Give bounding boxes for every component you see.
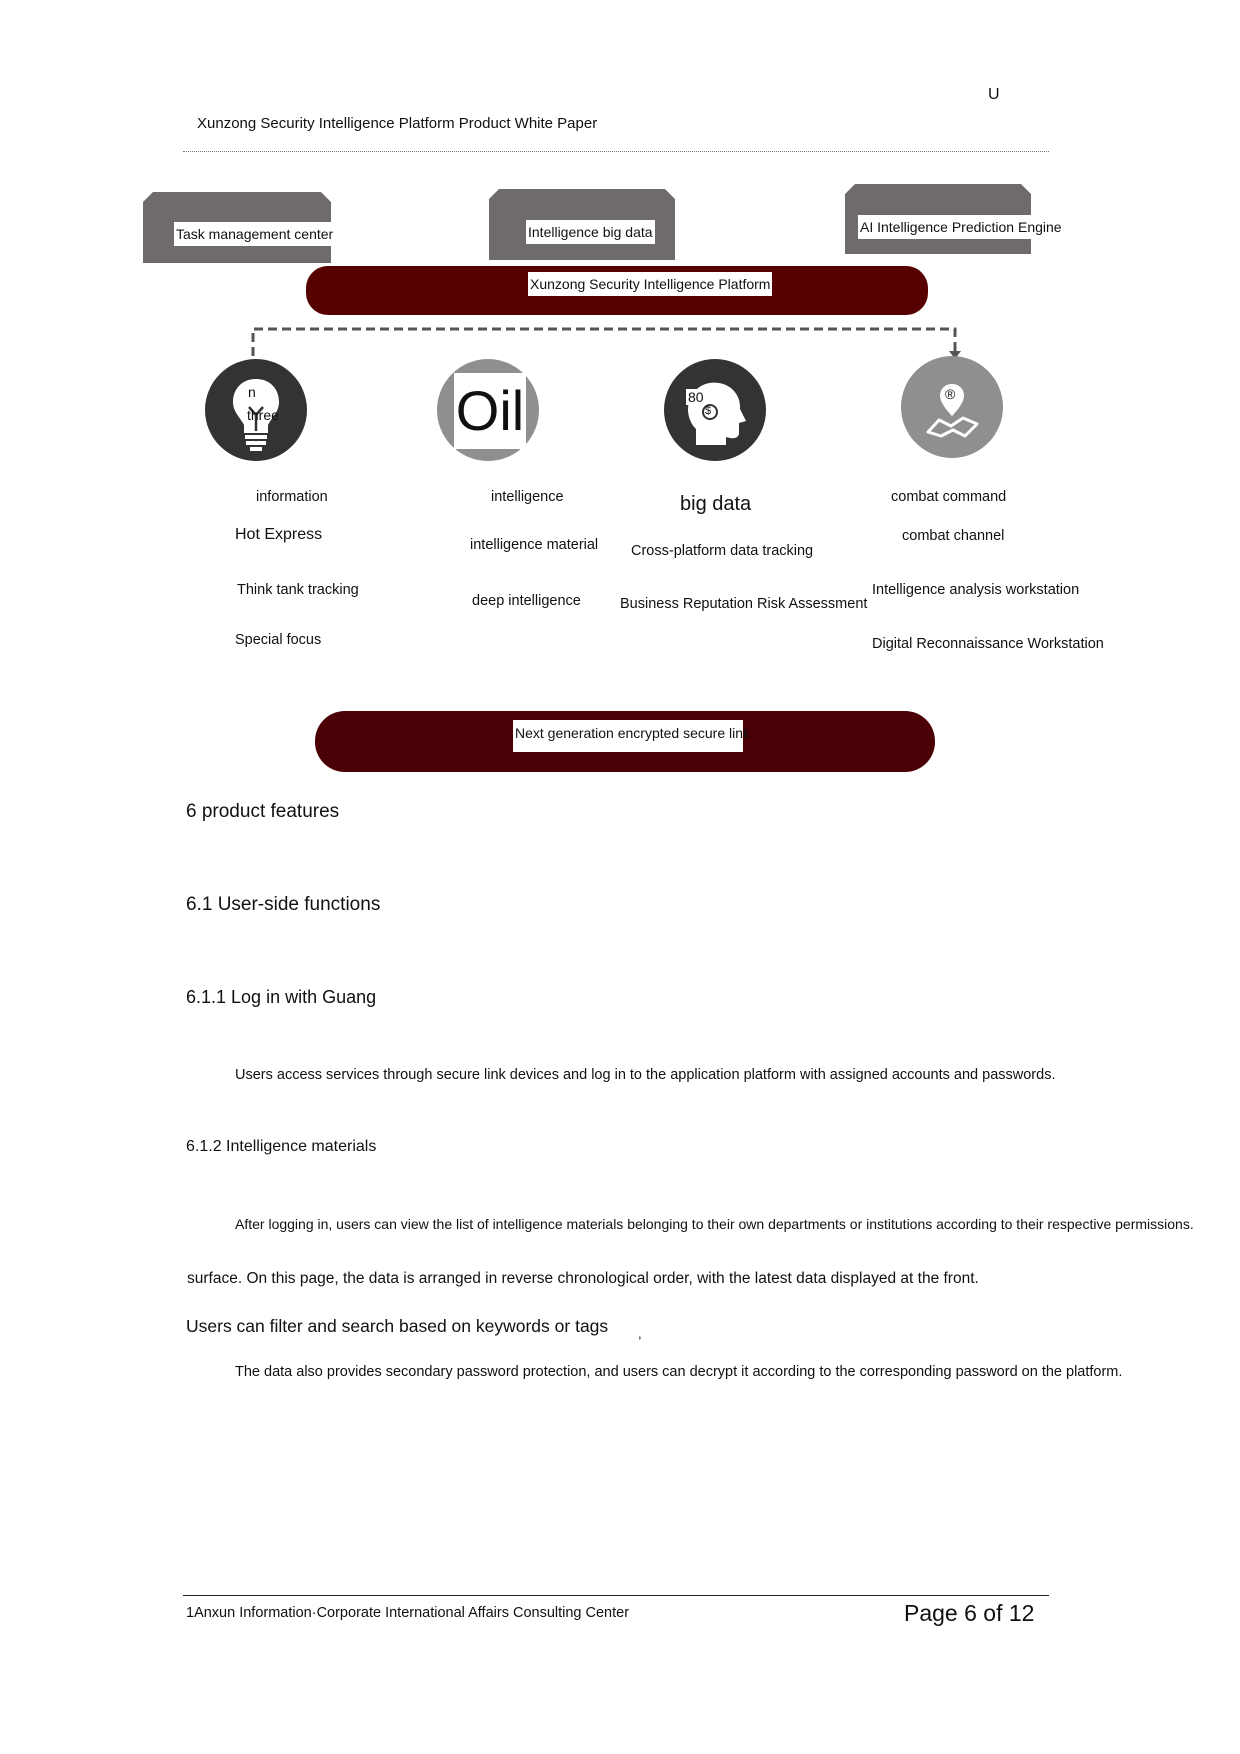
combat-item-2: Intelligence analysis workstation: [872, 582, 1080, 598]
module-label-ai-engine: AI Intelligence Prediction Engine: [858, 215, 1064, 239]
module-label-task-management: Task management center: [174, 222, 336, 246]
information-item-3: Special focus: [235, 632, 322, 648]
paragraph-intel-4: The data also provides secondary passwor…: [235, 1364, 1123, 1380]
map-pin-icon: [901, 356, 1003, 458]
paragraph-intel-3-mark: ,: [638, 1326, 642, 1341]
platform-bar-label: Xunzong Security Intelligence Platform: [528, 272, 773, 296]
big-data-item-1: Cross-platform data tracking: [631, 543, 814, 559]
oil-icon-label: Oil: [454, 373, 526, 449]
section-heading-product-features: 6 product features: [186, 801, 340, 822]
head-overlay-2: $: [705, 405, 712, 417]
paragraph-intel-3: Users can filter and search based on key…: [186, 1316, 609, 1336]
combat-item-1: combat channel: [902, 528, 1005, 544]
lightbulb-overlay-1: n: [247, 384, 257, 400]
secure-link-label: Next generation encrypted secure link: [513, 720, 750, 752]
lightbulb-overlay-2: three: [247, 407, 279, 423]
column-heading-big-data: big data: [680, 493, 752, 515]
footer-divider: [183, 1595, 1049, 1596]
footer-organization: 1Anxun Information·Corporate Internation…: [186, 1605, 630, 1621]
module-label-intelligence-big-data: Intelligence big data: [526, 220, 655, 244]
section-heading-login: 6.1.1 Log in with Guang: [186, 987, 377, 1007]
lightbulb-icon: [205, 359, 307, 461]
paragraph-login: Users access services through secure lin…: [235, 1067, 1056, 1083]
intelligence-item-1: intelligence material: [470, 537, 599, 553]
paragraph-intel-1: After logging in, users can view the lis…: [235, 1216, 1194, 1232]
column-heading-information: information: [256, 489, 328, 505]
dashed-connector: [251, 327, 961, 359]
page-number: Page 6 of 12: [904, 1600, 1035, 1626]
big-data-item-2: Business Reputation Risk Assessment: [620, 596, 868, 612]
header-corner-mark: U: [988, 86, 1000, 103]
information-item-1: Hot Express: [235, 526, 323, 543]
column-heading-intelligence: intelligence: [491, 489, 564, 505]
head-overlay-1: 80: [686, 389, 706, 405]
header-divider: [183, 151, 1049, 152]
section-heading-user-side: 6.1 User-side functions: [186, 894, 381, 915]
intelligence-item-2: deep intelligence: [472, 593, 581, 609]
information-item-2: Think tank tracking: [237, 582, 359, 598]
document-header-title: Xunzong Security Intelligence Platform P…: [197, 115, 598, 132]
pin-overlay-1: ®: [945, 386, 956, 402]
column-heading-combat-command: combat command: [891, 489, 1007, 505]
head-money-icon: [664, 359, 766, 461]
paragraph-intel-2: surface. On this page, the data is arran…: [187, 1270, 979, 1287]
section-heading-intelligence-materials: 6.1.2 Intelligence materials: [186, 1138, 377, 1155]
combat-item-3: Digital Reconnaissance Workstation: [872, 636, 1104, 652]
